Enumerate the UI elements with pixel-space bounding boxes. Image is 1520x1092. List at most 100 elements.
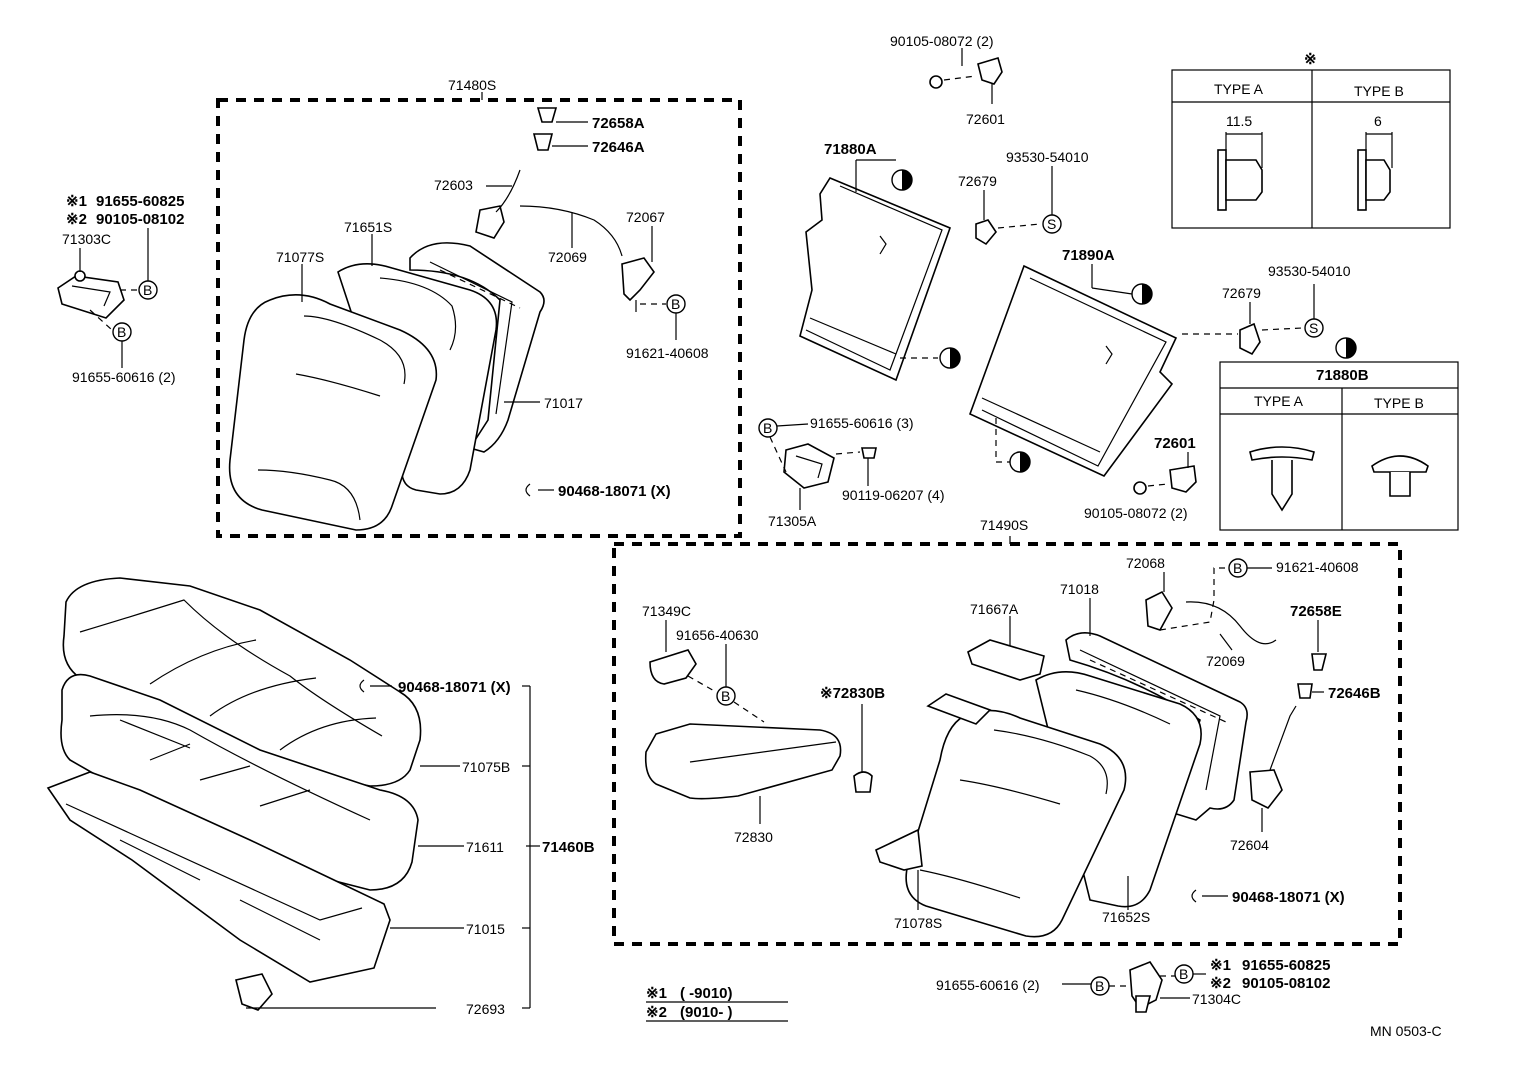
label-71652S: 71652S xyxy=(1102,909,1150,925)
type-table-star: ※ xyxy=(1304,51,1317,68)
label-72830B: ※72830B xyxy=(820,685,885,702)
label-91621-40608-right: 91621-40608 xyxy=(1276,559,1359,575)
label-90105-08102-left: 90105-08102 xyxy=(96,211,184,228)
label-72603: 72603 xyxy=(434,177,473,193)
frame-71480S xyxy=(216,98,742,538)
label-72658E: 72658E xyxy=(1290,603,1342,620)
label-71017: 71017 xyxy=(544,395,583,411)
label-90468-18071-b: 90468-18071 (X) xyxy=(1232,889,1345,906)
type-table-71880B xyxy=(1219,337,1459,531)
panel-71890A xyxy=(968,264,1178,477)
bracket-71304C xyxy=(1062,961,1206,1013)
bracket-71305A xyxy=(758,418,877,510)
bracket-72679-mid xyxy=(1182,284,1324,356)
label-71880A: 71880A xyxy=(824,141,877,158)
type-table-71880B-title: 71880B xyxy=(1316,367,1369,384)
seatback-71480S xyxy=(228,107,686,531)
label-72604: 72604 xyxy=(1230,837,1269,853)
type-table-top-type-b: TYPE B xyxy=(1354,83,1404,99)
panel-71880A xyxy=(799,159,961,382)
label-72069-top: 72069 xyxy=(548,249,587,265)
bracket-71303C xyxy=(57,228,158,368)
seat-cushion-71460B xyxy=(46,577,540,1011)
label-90105-08072-mid: 90105-08072 (2) xyxy=(1084,505,1188,521)
label-71890A: 71890A xyxy=(1062,247,1115,264)
symbol-b-2: B xyxy=(117,324,126,340)
type-table-top xyxy=(1171,69,1451,229)
label-71078S: 71078S xyxy=(894,915,942,931)
bracket-72679-top xyxy=(975,166,1062,246)
label-72679-mid: 72679 xyxy=(1222,285,1261,301)
mark-r1-right: ※1 xyxy=(1210,957,1231,974)
label-91655-60616-3: 91655-60616 (3) xyxy=(810,415,914,431)
label-72658A: 72658A xyxy=(592,115,645,132)
label-72069-right: 72069 xyxy=(1206,653,1245,669)
mark-r1-left: ※1 xyxy=(66,193,87,210)
label-91656-40630: 91656-40630 xyxy=(676,627,759,643)
label-72646B: 72646B xyxy=(1328,685,1381,702)
label-72601-mid: 72601 xyxy=(1154,435,1196,452)
symbol-s-2: S xyxy=(1309,320,1318,336)
label-93530-54010-top: 93530-54010 xyxy=(1006,149,1089,165)
label-93530-54010-mid: 93530-54010 xyxy=(1268,263,1351,279)
label-71651S: 71651S xyxy=(344,219,392,235)
label-71304C: 71304C xyxy=(1192,991,1241,1007)
label-71667A: 71667A xyxy=(970,601,1019,617)
symbol-s-1: S xyxy=(1047,216,1056,232)
symbol-b-6: B xyxy=(721,688,730,704)
label-71460B: 71460B xyxy=(542,839,595,856)
label-71303C: 71303C xyxy=(62,231,111,247)
label-91655-60616-left: 91655-60616 (2) xyxy=(72,369,176,385)
legend-r1-range: ( -9010) xyxy=(680,985,733,1002)
label-90468-18071-c: 90468-18071 (X) xyxy=(398,679,511,696)
label-72679-top: 72679 xyxy=(958,173,997,189)
label-71480S: 71480S xyxy=(448,77,496,93)
label-71611: 71611 xyxy=(466,839,504,855)
label-71015: 71015 xyxy=(466,921,505,937)
legend xyxy=(646,1001,788,1022)
label-90105-08102-right: 90105-08102 xyxy=(1242,975,1330,992)
type-table-top-dim-b: 6 xyxy=(1374,113,1382,129)
legend-r2-mark: ※2 xyxy=(646,1004,667,1021)
bracket-72601-top xyxy=(929,48,1003,104)
label-71075B: 71075B xyxy=(462,759,510,775)
type-table-71880B-type-b: TYPE B xyxy=(1374,395,1424,411)
label-72601-top: 72601 xyxy=(966,111,1005,127)
type-table-top-dim-a: 11.5 xyxy=(1226,113,1252,129)
type-table-top-type-a: TYPE A xyxy=(1214,81,1264,97)
label-72693: 72693 xyxy=(466,1001,505,1017)
label-90468-18071-a: 90468-18071 (X) xyxy=(558,483,671,500)
label-91655-60825-right: 91655-60825 xyxy=(1242,957,1330,974)
type-table-71880B-type-a: TYPE A xyxy=(1254,393,1304,409)
legend-r1-mark: ※1 xyxy=(646,985,667,1002)
label-90119-06207: 90119-06207 (4) xyxy=(842,487,944,503)
label-71077S: 71077S xyxy=(276,249,324,265)
mark-r2-left: ※2 xyxy=(66,211,87,228)
label-72830: 72830 xyxy=(734,829,773,845)
label-71349C: 71349C xyxy=(642,603,691,619)
seatback-71490S xyxy=(875,558,1328,938)
frame-71490S xyxy=(612,542,1402,946)
label-91621-40608-top: 91621-40608 xyxy=(626,345,709,361)
symbol-b-3: B xyxy=(671,296,680,312)
label-71018: 71018 xyxy=(1060,581,1099,597)
label-72646A: 72646A xyxy=(592,139,645,156)
symbol-b-8: B xyxy=(1179,966,1188,982)
label-71305A: 71305A xyxy=(768,513,817,529)
armrest-72830 xyxy=(644,620,873,824)
mark-r2-right: ※2 xyxy=(1210,975,1231,992)
symbol-b-5: B xyxy=(1233,560,1242,576)
label-72068: 72068 xyxy=(1126,555,1165,571)
label-91655-60616-bottom: 91655-60616 (2) xyxy=(936,977,1040,993)
diagram-code: MN 0503-C xyxy=(1370,1023,1442,1039)
label-71490S: 71490S xyxy=(980,517,1028,533)
label-91655-60825-left: 91655-60825 xyxy=(96,193,184,210)
symbol-b-4: B xyxy=(763,420,772,436)
symbol-b-7: B xyxy=(1095,978,1104,994)
label-72067: 72067 xyxy=(626,209,665,225)
symbol-b-1: B xyxy=(143,282,152,298)
bracket-72601-mid xyxy=(1133,452,1197,495)
legend-r2-range: (9010- ) xyxy=(680,1004,733,1021)
